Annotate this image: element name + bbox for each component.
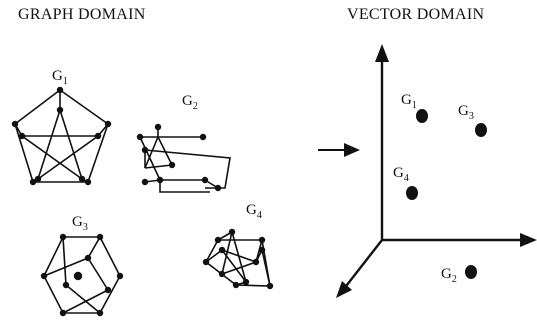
- graph-node: [104, 120, 112, 128]
- graph-g3-label: G3: [72, 214, 88, 233]
- arrow-head-icon: [344, 143, 360, 157]
- graph-node: [141, 178, 149, 186]
- graph-node: [199, 133, 207, 141]
- vector-axes: [342, 58, 528, 291]
- graph-node: [154, 123, 162, 131]
- graph-node: [156, 176, 164, 184]
- graph-node: [40, 272, 48, 280]
- graph-node: [258, 236, 266, 244]
- vector-label-g1: G1: [401, 92, 417, 111]
- graph-node: [11, 120, 19, 128]
- graph-node: [168, 161, 176, 169]
- graph-g1: [14, 89, 109, 183]
- graph-node: [94, 132, 102, 140]
- graph-g1-inner-star: [19, 107, 101, 182]
- graph-node-center: [73, 271, 83, 281]
- graph-node: [96, 309, 104, 317]
- z-axis-arrow-icon: [336, 281, 352, 298]
- graph-node: [232, 281, 240, 289]
- graph-node: [62, 281, 70, 289]
- graph-g2-edge: [144, 164, 173, 169]
- graph-g3-nodes: [40, 233, 124, 317]
- graph-g3-edge: [62, 236, 67, 286]
- vector-point-g4: [406, 186, 418, 200]
- graph-node: [141, 146, 149, 154]
- graph-node: [84, 178, 92, 186]
- z-axis: [342, 239, 383, 291]
- graph-g4-edge: [205, 249, 223, 263]
- graph-node: [78, 175, 86, 183]
- graph-g2-edge: [139, 136, 161, 181]
- graph-node: [116, 272, 124, 280]
- graph-node: [218, 270, 226, 278]
- graph-g4-nodes: [202, 228, 274, 290]
- mapping-arrow: [318, 143, 360, 157]
- graph-g2-edge: [159, 180, 210, 193]
- graph-node: [136, 133, 144, 141]
- graph-node: [59, 233, 67, 241]
- vector-label-g3: G3: [458, 103, 474, 122]
- graph-node: [34, 175, 42, 183]
- graph-node: [228, 228, 236, 236]
- graph-node: [96, 233, 104, 241]
- vector-domain-title: VECTOR DOMAIN: [347, 6, 485, 23]
- vector-points: [406, 109, 487, 279]
- graph-node: [242, 278, 250, 286]
- graph-g1-label: G1: [52, 68, 68, 87]
- graph-g4-star: [219, 228, 259, 283]
- vector-point-g1: [416, 109, 428, 123]
- vector-point-g3: [475, 123, 487, 137]
- graph-g2-edge: [144, 136, 159, 169]
- graph-node: [202, 258, 210, 266]
- graph-g4-label: G4: [246, 202, 262, 221]
- graph-node: [104, 286, 112, 294]
- graph-g4-outer: [204, 239, 271, 287]
- graph-node: [84, 254, 92, 262]
- graph-node: [59, 309, 67, 317]
- vector-label-g4: G4: [393, 165, 409, 184]
- graph-g2-nodes: [136, 123, 222, 192]
- vector-axis-arrowheads: [336, 44, 537, 298]
- graph-node: [56, 106, 64, 114]
- graph-g2-edge: [144, 149, 231, 189]
- graph-node: [214, 184, 222, 192]
- graph-g4-edge: [261, 249, 271, 287]
- vector-label-g2: G2: [441, 266, 457, 285]
- graph-g1-nodes: [11, 86, 112, 186]
- graph-node: [252, 258, 260, 266]
- graph-node: [258, 246, 266, 254]
- graph-node: [218, 246, 226, 254]
- graph-node: [214, 236, 222, 244]
- x-axis-arrow-icon: [520, 233, 537, 247]
- graph-node: [201, 176, 209, 184]
- graph-g3-edge: [43, 257, 89, 277]
- graph-g3-edge: [87, 236, 101, 259]
- graph-g2-edge: [157, 127, 203, 138]
- graph-domain-title: GRAPH DOMAIN: [18, 6, 146, 23]
- vector-point-g2: [465, 265, 477, 279]
- graph-node: [56, 86, 64, 94]
- y-axis-arrow-icon: [375, 44, 389, 62]
- graph-node: [266, 282, 274, 290]
- graph-g1-outer-pentagon: [14, 89, 109, 183]
- graph-node: [18, 132, 26, 140]
- graph-g2-edge: [157, 136, 173, 166]
- graph-g2: [139, 127, 231, 193]
- graph-node: [29, 178, 37, 186]
- graph-g3-edge: [87, 257, 109, 291]
- graph-g3-edge: [65, 284, 101, 314]
- graph-g2-label: G2: [182, 93, 198, 112]
